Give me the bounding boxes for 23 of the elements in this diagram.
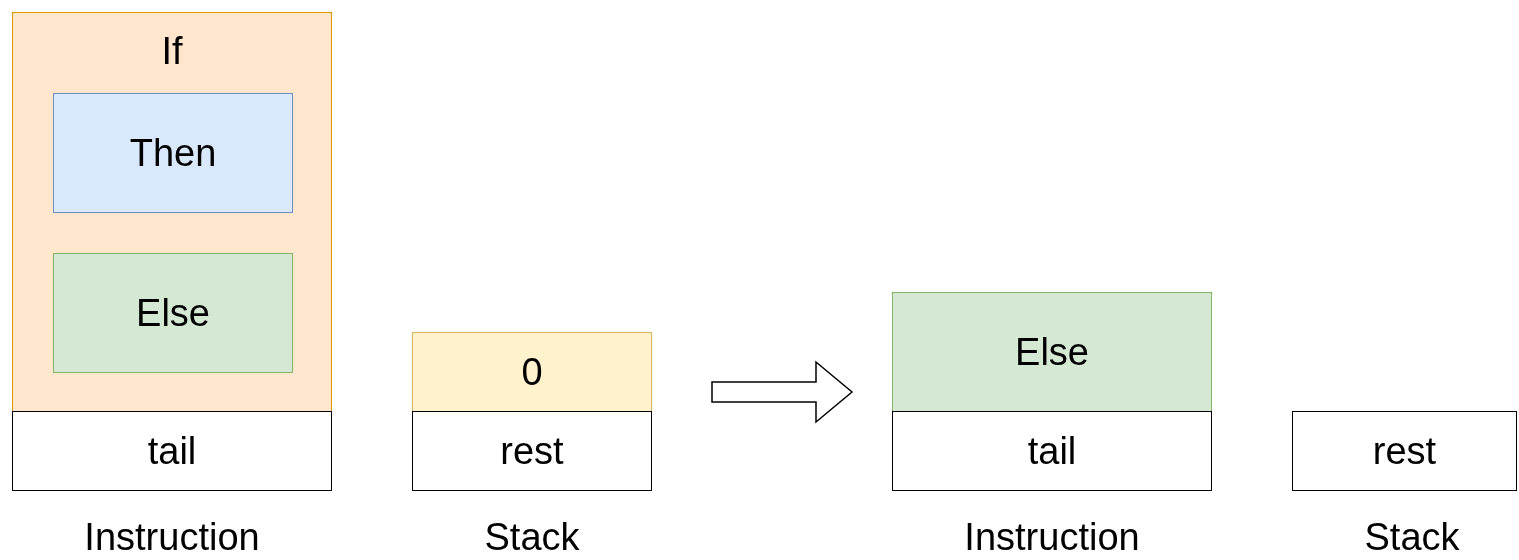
node-label: Else (135, 291, 211, 335)
caption-label: Stack (484, 516, 580, 558)
caption-label: Instruction (84, 516, 260, 558)
stack-value-box (412, 332, 652, 412)
node-label: tail (146, 429, 198, 473)
node-label: Else (1014, 330, 1090, 374)
list-cell (892, 411, 1212, 491)
node-label: 0 (520, 350, 544, 394)
then-block (53, 93, 293, 213)
block-arrow (711, 360, 854, 424)
node-label: tail (1026, 429, 1078, 473)
node-label: rest (1371, 429, 1438, 473)
else-block (892, 292, 1212, 412)
if-block (12, 12, 332, 412)
list-cell (12, 411, 332, 491)
caption-label: Stack (1364, 516, 1460, 558)
list-cell (412, 411, 652, 491)
node-label: Then (128, 131, 218, 175)
list-cell (1292, 411, 1517, 491)
node-label: If (160, 29, 184, 73)
else-block (53, 253, 293, 373)
node-label: rest (499, 429, 565, 473)
caption-label: Instruction (964, 516, 1140, 558)
